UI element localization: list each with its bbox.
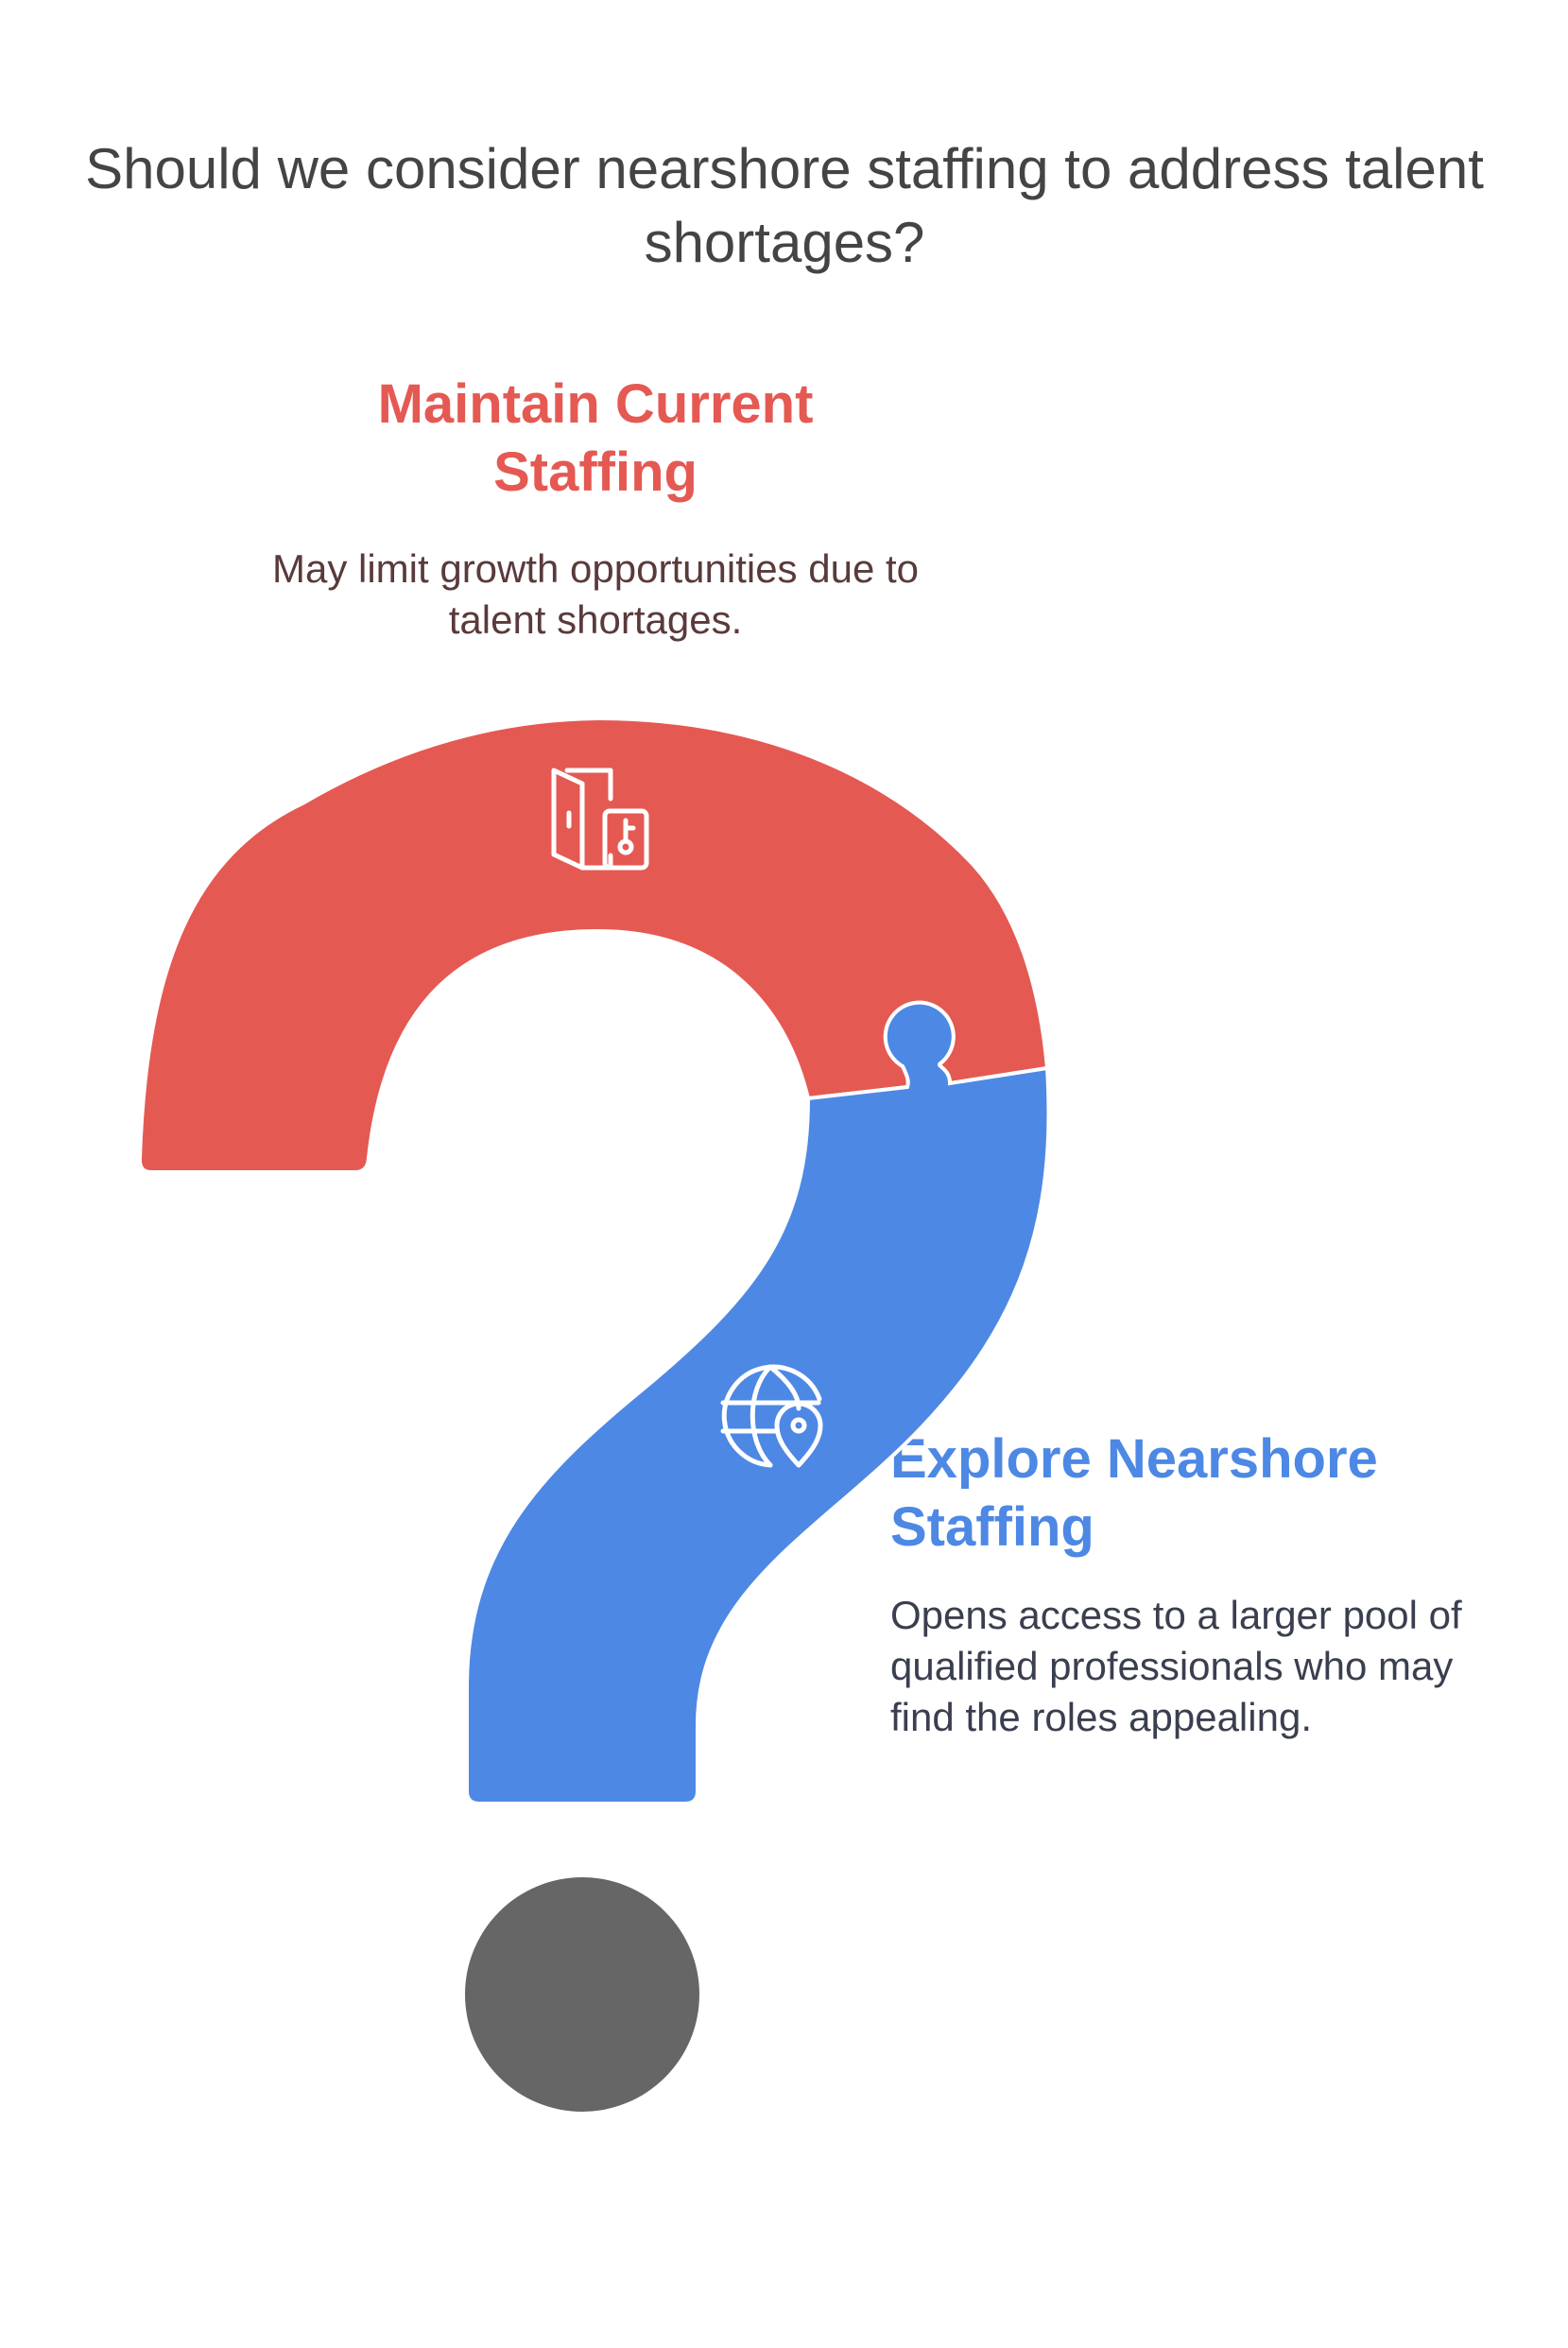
question-mark-dot xyxy=(465,1877,699,2112)
option-maintain-description: May limit growth opportunities due to ta… xyxy=(272,546,919,642)
diagram-title: Should we consider nearshore staffing to… xyxy=(85,137,1484,274)
option-maintain-title: Maintain Current Staffing xyxy=(377,373,814,503)
option-explore-description: Opens access to a larger pool of qualifi… xyxy=(890,1593,1462,1739)
option-explore-title: Explore Nearshore Staffing xyxy=(890,1428,1378,1558)
globe-location-icon xyxy=(720,1364,823,1468)
door-key-icon xyxy=(551,768,649,871)
